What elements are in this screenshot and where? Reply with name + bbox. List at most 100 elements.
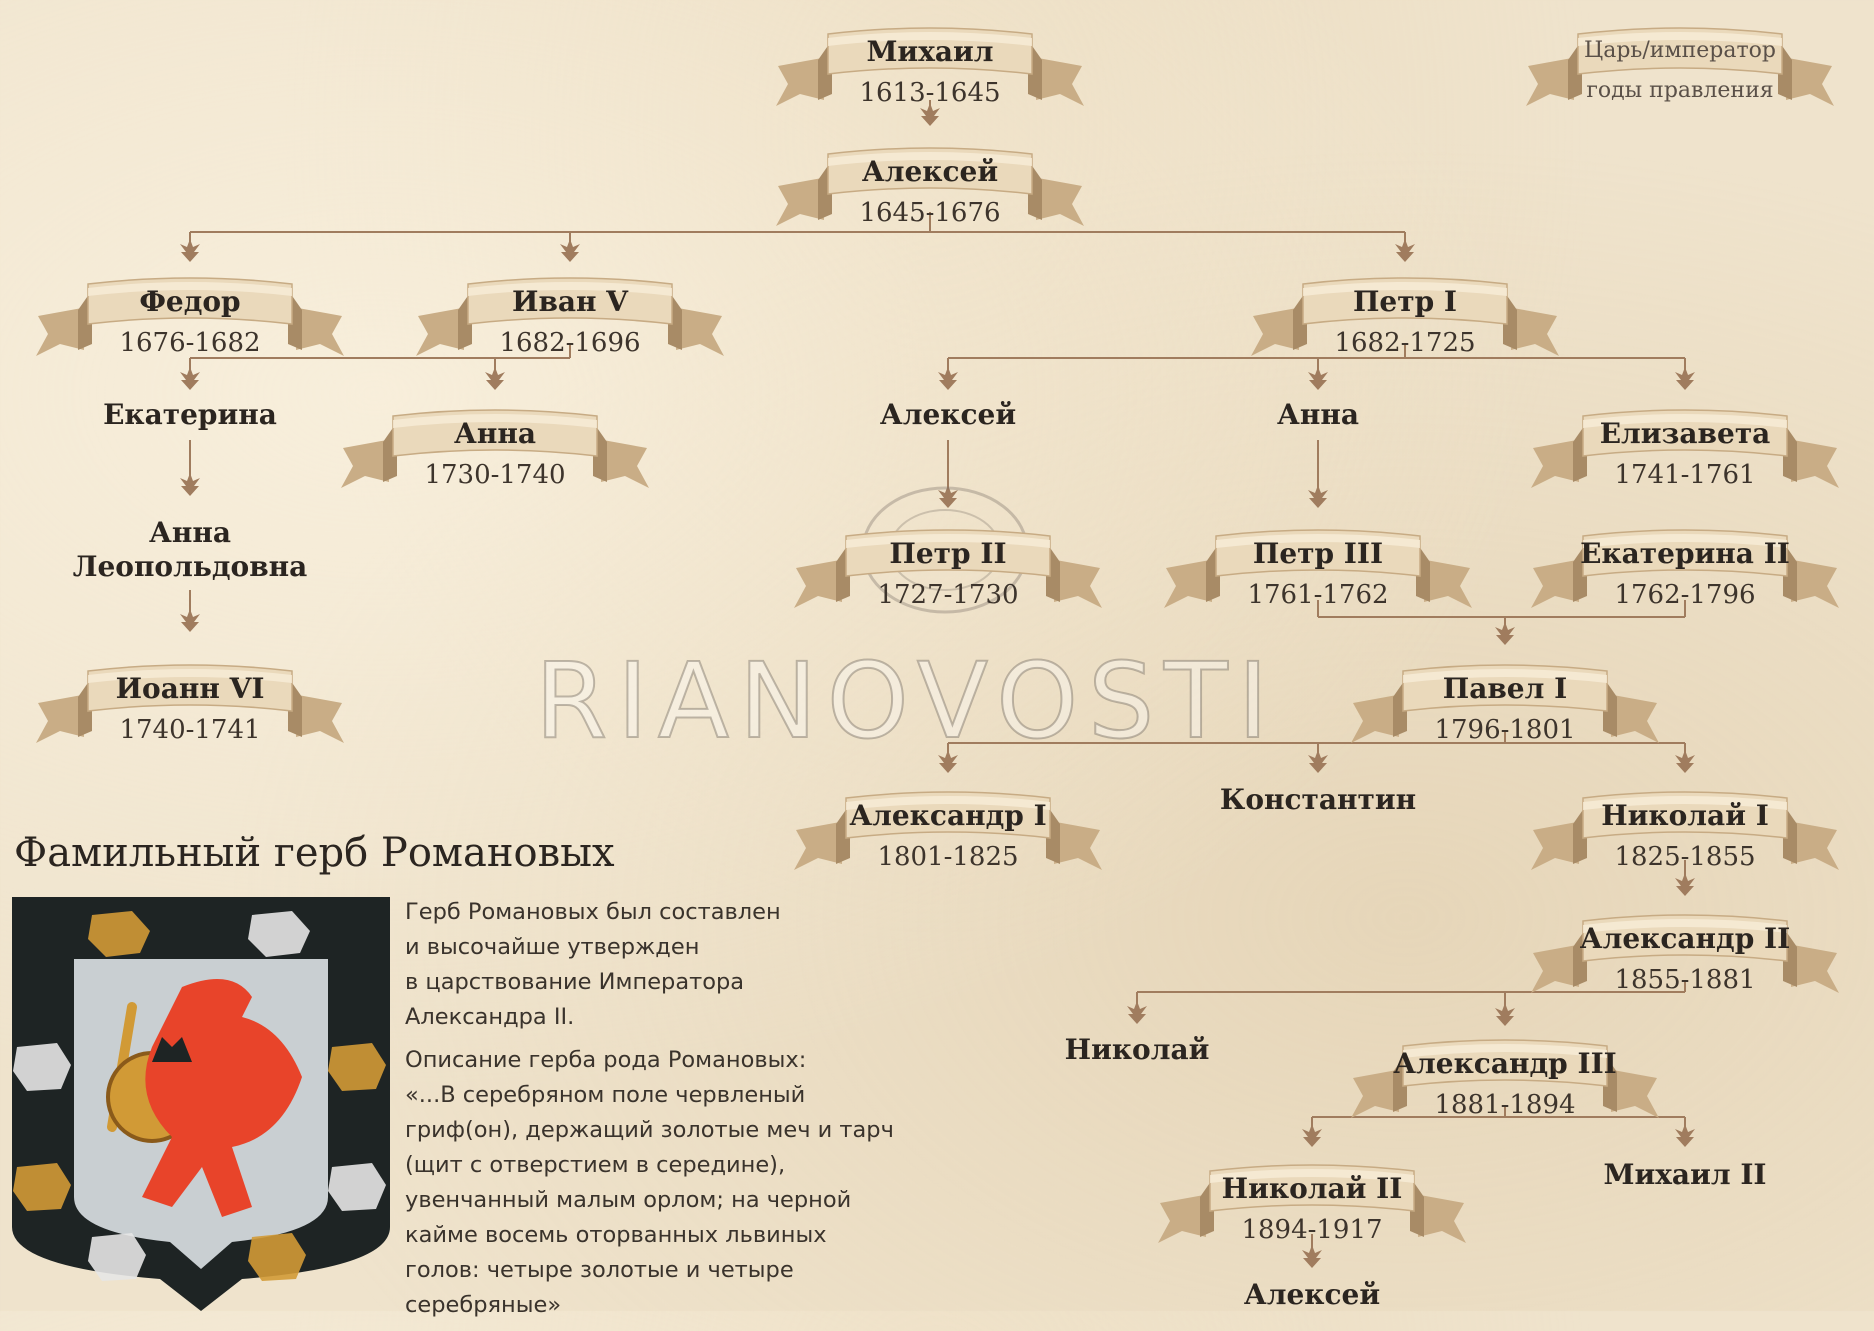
watermark-text: RIANOVOSTI — [534, 639, 1279, 763]
relative-aleksey-last: Алексей — [1243, 1278, 1381, 1311]
ruler-name: Федор — [139, 285, 241, 318]
ruler-name: Иван V — [511, 285, 629, 318]
arrow-icon — [1127, 1001, 1147, 1024]
ruler-aleksandr1: Александр I 1801-1825 — [788, 786, 1108, 878]
arrow-icon — [1302, 1124, 1322, 1147]
legend-years: годы правления — [1586, 78, 1774, 103]
arrow-icon — [560, 239, 580, 262]
arrow-icon — [1675, 1124, 1695, 1147]
arrow-icon — [485, 367, 505, 390]
ruler-elizaveta: Елизавета 1741-1761 — [1525, 404, 1845, 496]
relative-konstantin: Константин — [1219, 783, 1417, 816]
reign-years: 1740-1741 — [119, 715, 261, 745]
arrow-icon — [1308, 367, 1328, 390]
ribbon-banner — [1351, 664, 1659, 743]
coat-of-arms-description: Герб Романовых был составлен и высочайше… — [405, 895, 965, 1331]
reign-years: 1676-1682 — [119, 328, 261, 358]
arrow-icon — [938, 367, 958, 390]
reign-years: 1881-1894 — [1434, 1090, 1576, 1120]
arrow-icon — [1675, 873, 1695, 896]
ruler-nikolay2: Николай II 1894-1917 — [1152, 1159, 1472, 1251]
ruler-name: Петр III — [1252, 537, 1384, 570]
arrow-icon — [180, 239, 200, 262]
relative-mikhail2: Михаил II — [1603, 1158, 1767, 1191]
ruler-ivan5: Иван V 1682-1696 — [410, 272, 730, 364]
ribbon-banner — [36, 664, 344, 743]
ribbon-banner — [776, 27, 1084, 106]
ruler-name: Петр II — [889, 537, 1007, 570]
reign-years: 1761-1762 — [1247, 580, 1389, 610]
coat-of-arms-title: Фамильный герб Романовых — [14, 830, 615, 876]
reign-years: 1682-1696 — [499, 328, 641, 358]
ribbon-banner — [1531, 409, 1839, 488]
ruler-name: Петр I — [1352, 285, 1458, 318]
ruler-aleksandr3: Александр III 1881-1894 — [1345, 1034, 1665, 1126]
ruler-name: Екатерина II — [1580, 537, 1790, 570]
ribbon-banner — [341, 409, 649, 488]
arrow-icon — [938, 485, 958, 508]
ribbon-banner — [794, 791, 1102, 870]
relative-ekaterina: Екатерина — [103, 398, 277, 431]
reign-years: 1762-1796 — [1614, 580, 1756, 610]
arrow-icon — [938, 750, 958, 773]
reign-years: 1730-1740 — [424, 460, 566, 490]
arrow-icon — [1495, 1003, 1515, 1026]
relative-anna-leopoldovna: Анна Леопольдовна — [72, 516, 308, 583]
reign-years: 1801-1825 — [877, 842, 1019, 872]
ribbon-banner — [1531, 529, 1839, 608]
arrow-icon — [180, 609, 200, 632]
ruler-anna: Анна 1730-1740 — [335, 404, 655, 496]
ribbon-banner — [1531, 791, 1839, 870]
ruler-petr1: Петр I 1682-1725 — [1245, 272, 1565, 364]
ruler-name: Николай II — [1221, 1172, 1403, 1205]
arrow-icon — [1395, 239, 1415, 262]
relative-nikolay: Николай — [1064, 1033, 1210, 1066]
ribbon-banner — [794, 529, 1102, 608]
ribbon-banner — [776, 147, 1084, 226]
ruler-name: Иоанн VI — [115, 672, 265, 705]
reign-years: 1855-1881 — [1614, 965, 1756, 995]
ruler-name: Александр III — [1393, 1047, 1617, 1080]
ribbon-banner — [36, 277, 344, 356]
arrow-icon — [1308, 485, 1328, 508]
arrow-icon — [1675, 750, 1695, 773]
arrow-icon — [1675, 367, 1695, 390]
ruler-name: Александр I — [849, 799, 1047, 832]
ribbon-banner — [1351, 1039, 1659, 1118]
reign-years: 1727-1730 — [877, 580, 1019, 610]
description-paragraph-2: Описание герба рода Романовых: «...В сер… — [405, 1047, 894, 1318]
ruler-pavel1: Павел I 1796-1801 — [1345, 659, 1665, 751]
description-paragraph-1: Герб Романовых был составлен и высочайше… — [405, 899, 781, 1030]
ribbon-banner — [1164, 529, 1472, 608]
ribbon-banner — [1158, 1164, 1466, 1243]
reign-years: 1682-1725 — [1334, 328, 1476, 358]
relative-aleksey-tsarevich: Алексей — [879, 398, 1017, 431]
ruler-fedor: Федор 1676-1682 — [30, 272, 350, 364]
ribbon-banner — [416, 277, 724, 356]
ruler-name: Александр II — [1579, 922, 1791, 955]
ruler-ekaterina2: Екатерина II 1762-1796 — [1525, 524, 1845, 616]
reign-years: 1613-1645 — [859, 78, 1001, 108]
ruler-name: Николай I — [1601, 799, 1769, 832]
reign-years: 1894-1917 — [1241, 1215, 1383, 1245]
coat-of-arms-image — [12, 897, 390, 1315]
ruler-name: Павел I — [1442, 672, 1568, 705]
ribbon-banner — [1531, 914, 1839, 993]
reign-years: 1796-1801 — [1434, 715, 1576, 745]
legend-ribbon — [1526, 27, 1834, 106]
ruler-name: Елизавета — [1599, 417, 1771, 450]
arrow-icon — [1302, 1245, 1322, 1268]
relative-anna-petrovna: Анна — [1277, 398, 1359, 431]
ruler-petr2: Петр II 1727-1730 — [788, 524, 1108, 616]
ruler-name: Алексей — [861, 155, 999, 188]
arrow-icon — [1308, 750, 1328, 773]
reign-years: 1825-1855 — [1614, 842, 1756, 872]
ruler-name: Анна — [454, 417, 536, 450]
ruler-name: Михаил — [866, 35, 994, 68]
ruler-aleksandr2: Александр II 1855-1881 — [1525, 909, 1845, 1001]
reign-years: 1741-1761 — [1614, 460, 1756, 490]
arrow-icon — [1495, 622, 1515, 645]
arrow-icon — [180, 473, 200, 496]
